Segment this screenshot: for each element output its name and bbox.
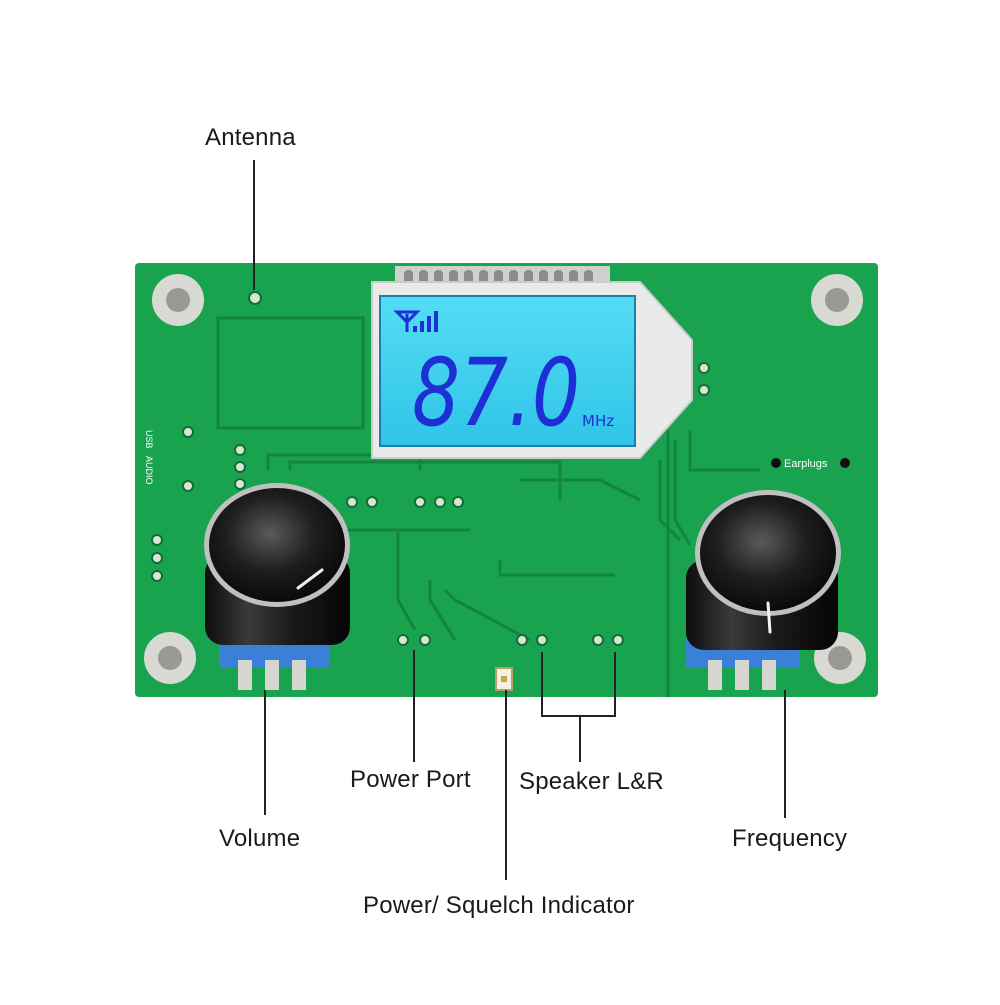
pcb-traces — [216, 316, 760, 642]
indicator-label: Power/ Squelch Indicator — [363, 892, 635, 919]
speaker-label: Speaker L&R — [519, 768, 664, 795]
earplugs-silkscreen: Earplugs — [784, 458, 828, 470]
volume-knob — [204, 483, 350, 690]
volume-knob-pointer — [296, 568, 324, 590]
lcd-unit-label: MHz — [582, 412, 614, 430]
frequency-knob — [685, 490, 841, 690]
signal-icon — [393, 310, 438, 332]
power-port-label: Power Port — [350, 766, 471, 793]
speaker-leader — [541, 652, 616, 717]
volume-label: Volume — [219, 825, 301, 852]
usb-silkscreen: USB — [144, 430, 154, 449]
callout-leader-lines — [253, 160, 786, 880]
frequency-label: Frequency — [732, 825, 848, 852]
lcd-frequency-readout: 87.0 — [412, 339, 580, 448]
antenna-label: Antenna — [205, 124, 296, 151]
audio-silkscreen: AUDIO — [144, 456, 154, 485]
frequency-knob-pointer — [766, 601, 772, 634]
pcb-vias — [151, 291, 710, 646]
